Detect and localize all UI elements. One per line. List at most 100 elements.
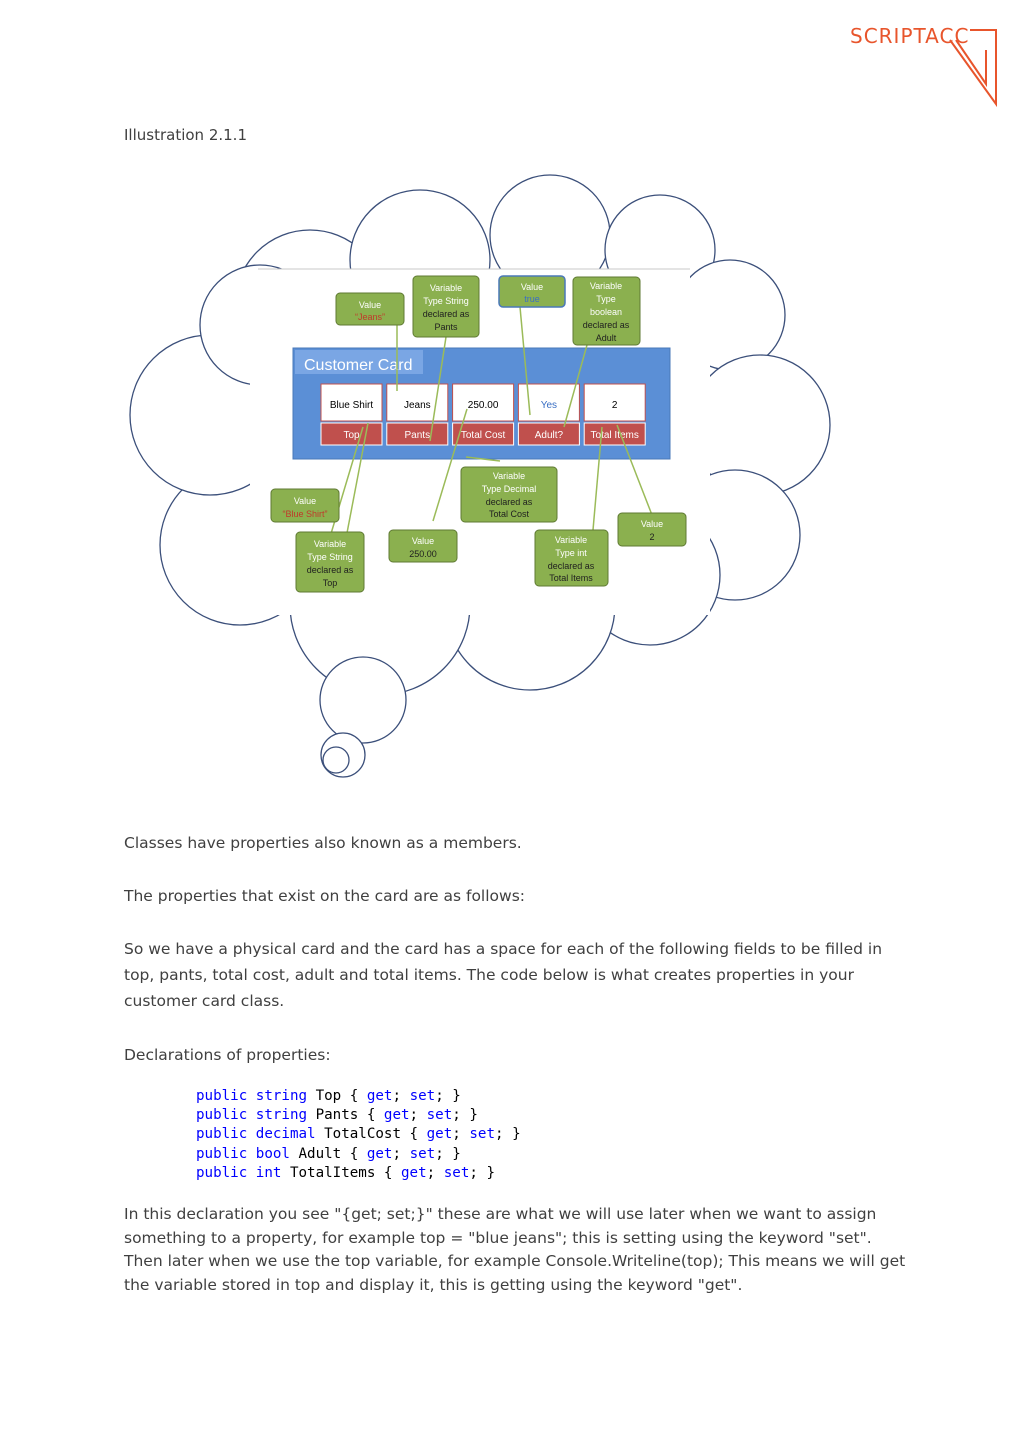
code-token-name: Top { (307, 1088, 367, 1104)
code-token-get: get (366, 1088, 393, 1104)
card-title: Customer Card (304, 357, 412, 374)
paragraph-get-set-explanation: In this declaration you see "{get; set;}… (124, 1205, 906, 1294)
field-label: Top (343, 430, 360, 441)
paragraph-classes-properties: Classes have properties also known as a … (124, 834, 522, 852)
code-token-kw2: decimal (255, 1126, 316, 1143)
code-token-kw1: public (196, 1126, 248, 1143)
svg-text:Variable: Variable (555, 535, 587, 545)
svg-text:Value: Value (521, 282, 543, 292)
svg-text:2: 2 (649, 532, 654, 542)
svg-text:Adult: Adult (596, 333, 617, 343)
callout-var-totalcost: Variable Type Decimal declared as Total … (460, 466, 558, 523)
callout-value-2: Value 2 (617, 512, 687, 547)
field-label: Total Items (591, 430, 639, 441)
field-label: Total Cost (461, 430, 506, 441)
field-value: Jeans (404, 400, 431, 411)
svg-text:declared as: declared as (307, 565, 354, 575)
svg-text:true: true (524, 294, 540, 304)
brand-logo: SCRIPTACC (850, 22, 1000, 112)
svg-text:Value: Value (359, 300, 381, 310)
code-token-set: set (409, 1145, 436, 1162)
code-token-get: get (426, 1126, 453, 1143)
code-token-set: set (409, 1088, 436, 1104)
callout-value-blueshirt: Value “Blue Shirt” (270, 488, 340, 523)
illustration-caption: Illustration 2.1.1 (124, 126, 247, 144)
callout-value-250: Value 250.00 (388, 529, 458, 563)
field-value-box (583, 383, 646, 422)
svg-text:declared as: declared as (583, 320, 630, 330)
svg-text:Type String: Type String (307, 552, 353, 562)
svg-text:Type Decimal: Type Decimal (482, 484, 537, 494)
field-label-box (517, 422, 580, 446)
code-token-end: ; } (469, 1164, 495, 1181)
callout-var-totalitems: Variable Type int declared as Total Item… (534, 529, 609, 587)
code-line: public string Pants { get; set; } (196, 1106, 521, 1125)
svg-text:Total Items: Total Items (549, 573, 593, 583)
svg-text:Top: Top (323, 578, 338, 588)
field-value: Yes (541, 400, 557, 411)
callout-var-top: Variable Type String declared as Top (295, 531, 365, 593)
svg-text:Value: Value (641, 519, 663, 529)
code-block: public string Top { get; set; }public st… (196, 1087, 521, 1183)
code-token-set: set (426, 1107, 453, 1124)
svg-text:“Blue Shirt”: “Blue Shirt” (282, 509, 327, 519)
paragraph-declarations: Declarations of properties: (124, 1046, 331, 1064)
brand-logo-mark (949, 29, 997, 108)
card-title-bar (295, 350, 423, 374)
code-token-end: ; } (435, 1145, 461, 1162)
code-token-name: Pants { (307, 1107, 384, 1124)
svg-text:Total Cost: Total Cost (489, 509, 530, 519)
customer-card-illustration: Customer Card Blue ShirtTopJeansPants250… (129, 174, 831, 778)
callout-value-jeans: Value “Jeans” (335, 292, 405, 326)
code-token-set: set (469, 1126, 495, 1143)
code-token-sep: ; (452, 1126, 470, 1143)
svg-text:declared as: declared as (548, 561, 595, 571)
field-label: Pants (405, 430, 431, 441)
code-token-set: set (443, 1164, 470, 1181)
code-token-sep: ; (426, 1164, 444, 1181)
svg-text:Variable: Variable (430, 283, 462, 293)
brand-logo-text: SCRIPTACC (850, 24, 970, 48)
svg-text:Variable: Variable (493, 471, 525, 481)
code-token-kw1: public (196, 1088, 248, 1104)
code-token-kw1: public (196, 1145, 248, 1162)
field-label-box (583, 422, 646, 446)
svg-text:Variable: Variable (314, 539, 346, 549)
svg-text:Type: Type (596, 294, 616, 304)
code-token-name: TotalItems { (281, 1164, 402, 1181)
code-token-kw2: int (255, 1164, 282, 1181)
svg-text:Type String: Type String (423, 296, 469, 306)
code-token-kw2: bool (255, 1145, 290, 1162)
code-token-kw2: string (255, 1107, 308, 1124)
code-token-name: TotalCost { (315, 1126, 427, 1143)
svg-text:Value: Value (412, 536, 434, 546)
callout-value-true: Value true (498, 275, 566, 308)
svg-text:declared as: declared as (423, 309, 470, 319)
field-value: Blue Shirt (330, 400, 374, 411)
code-token-kw1: public (196, 1164, 248, 1181)
svg-text:Variable: Variable (590, 281, 622, 291)
svg-text:Type int: Type int (555, 548, 587, 558)
callout-var-adult: Variable Type boolean declared as Adult (572, 276, 641, 346)
code-token-kw2: string (255, 1088, 308, 1104)
code-token-kw1: public (196, 1107, 248, 1124)
code-line: public int TotalItems { get; set; } (196, 1164, 521, 1183)
paragraph-card-properties: The properties that exist on the card ar… (124, 887, 525, 905)
svg-text:“Jeans”: “Jeans” (355, 312, 385, 322)
code-token-end: ; } (494, 1126, 521, 1143)
code-token-name: Adult { (289, 1145, 367, 1162)
code-token-end: ; } (452, 1107, 478, 1124)
field-value-box (452, 383, 515, 422)
code-token-sep: ; (392, 1145, 410, 1162)
code-line: public string Top { get; set; } (196, 1087, 521, 1106)
code-token-get: get (366, 1145, 393, 1162)
code-line: public decimal TotalCost { get; set; } (196, 1125, 521, 1144)
code-token-end: ; } (435, 1088, 461, 1104)
svg-text:Pants: Pants (434, 322, 458, 332)
paragraph-physical-card: So we have a physical card and the card … (124, 940, 883, 1010)
code-token-get: get (401, 1164, 427, 1181)
svg-text:boolean: boolean (590, 307, 622, 317)
